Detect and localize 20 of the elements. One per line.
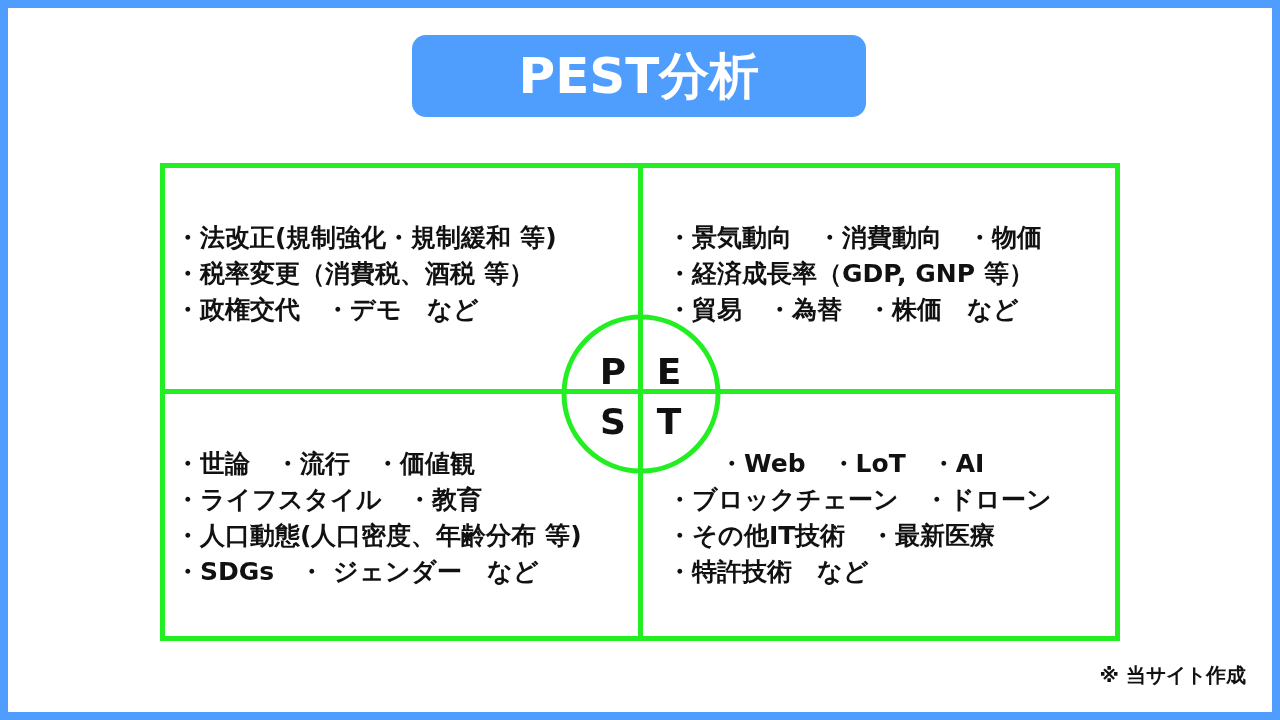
bullet-list-item: ・SDGs ・ ジェンダー など	[175, 556, 539, 588]
quadrant-letter: T	[655, 402, 683, 442]
quadrant-letter: P	[598, 352, 628, 392]
bullet-list-item: ・ブロックチェーン ・ドローン	[667, 484, 1052, 516]
bullet-list-item: ・法改正(規制強化・規制緩和 等)	[175, 222, 557, 254]
bullet-list-item: ・税率変更（消費税、酒税 等）	[175, 258, 534, 290]
quadrant-letter: S	[599, 402, 627, 442]
bullet-list-item: ・景気動向 ・消費動向 ・物価	[667, 222, 1042, 254]
bullet-list-item: ・人口動態(人口密度、年齢分布 等)	[175, 520, 582, 552]
source-note: ※ 当サイト作成	[1099, 662, 1246, 689]
title-banner: PEST分析	[412, 35, 866, 117]
bullet-list-item: ・その他IT技術 ・最新医療	[667, 520, 996, 552]
bullet-list-item: ・世論 ・流行 ・価値観	[175, 448, 475, 480]
bullet-list-item: ・ライフスタイル ・教育	[175, 484, 482, 516]
bullet-list-item: ・特許技術 など	[667, 556, 869, 588]
quadrant-letter: E	[655, 352, 683, 392]
bullet-list-item: ・Web ・LoT ・AI	[719, 448, 985, 480]
bullet-list-item: ・政権交代 ・デモ など	[175, 294, 479, 326]
bullet-list-item: ・経済成長率（GDP, GNP 等）	[667, 258, 1034, 290]
bullet-list-item: ・貿易 ・為替 ・株価 など	[667, 294, 1019, 326]
